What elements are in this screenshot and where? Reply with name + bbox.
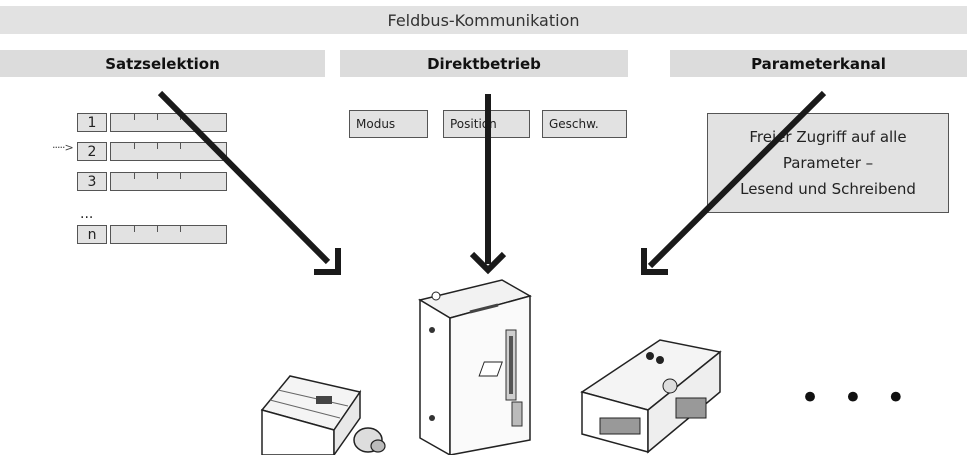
- header-satzselektion-label: Satzselektion: [105, 54, 220, 73]
- parameter-access-text: Freier Zugriff auf alle Parameter – Lese…: [740, 124, 916, 202]
- record-number: 2: [77, 142, 107, 161]
- mode-field-label: Geschw.: [549, 117, 599, 131]
- record-tick: [180, 143, 181, 149]
- header-direktbetrieb-label: Direktbetrieb: [427, 54, 541, 73]
- motor-controller-icon: [418, 279, 532, 455]
- record-number: n: [77, 225, 107, 244]
- fieldbus-banner: Feldbus-Kommunikation: [0, 6, 967, 34]
- record-tick: [134, 114, 135, 120]
- mode-field-geschw: Geschw.: [542, 110, 627, 138]
- mode-field-modus: Modus: [349, 110, 428, 138]
- record-bar: [110, 172, 227, 191]
- record-row: 3: [77, 172, 227, 191]
- record-bar: [110, 142, 227, 161]
- arrow-direktbetrieb-icon: [469, 94, 507, 275]
- record-tick: [157, 143, 158, 149]
- header-satzselektion: Satzselektion: [0, 50, 325, 77]
- header-parameterkanal-label: Parameterkanal: [751, 54, 886, 73]
- positioning-controller-icon: [478, 339, 722, 454]
- header-direktbetrieb: Direktbetrieb: [340, 50, 628, 77]
- record-bar: [110, 225, 227, 244]
- record-tick: [134, 226, 135, 232]
- parameter-line-2: Parameter –: [782, 154, 874, 172]
- record-tick: [180, 226, 181, 232]
- record-tick: [134, 143, 135, 149]
- header-parameterkanal: Parameterkanal: [670, 50, 967, 77]
- mode-field-label: Modus: [356, 117, 396, 131]
- banner-title: Feldbus-Kommunikation: [387, 10, 580, 30]
- record-tick: [157, 173, 158, 179]
- record-tick: [180, 173, 181, 179]
- record-row: n: [77, 225, 227, 244]
- parameter-access-box: Freier Zugriff auf alle Parameter – Lese…: [707, 113, 949, 213]
- arrow-satzselektion-icon: [157, 90, 341, 275]
- parameter-line-3: Lesend und Schreibend: [740, 180, 916, 198]
- record-tick: [157, 226, 158, 232]
- record-number: 3: [77, 172, 107, 191]
- record-tick: [157, 114, 158, 120]
- record-row: 2: [77, 142, 227, 161]
- parameter-line-1: Freier Zugriff auf alle: [749, 128, 907, 146]
- arrow-parameterkanal-icon: [641, 90, 827, 275]
- record-number: 1: [77, 113, 107, 132]
- more-devices-ellipsis: • • •: [800, 378, 912, 418]
- servo-motor-icon: [260, 375, 386, 455]
- selection-pointer-icon: ·····>: [52, 141, 74, 154]
- record-ellipsis: ...: [80, 206, 94, 222]
- record-tick: [134, 173, 135, 179]
